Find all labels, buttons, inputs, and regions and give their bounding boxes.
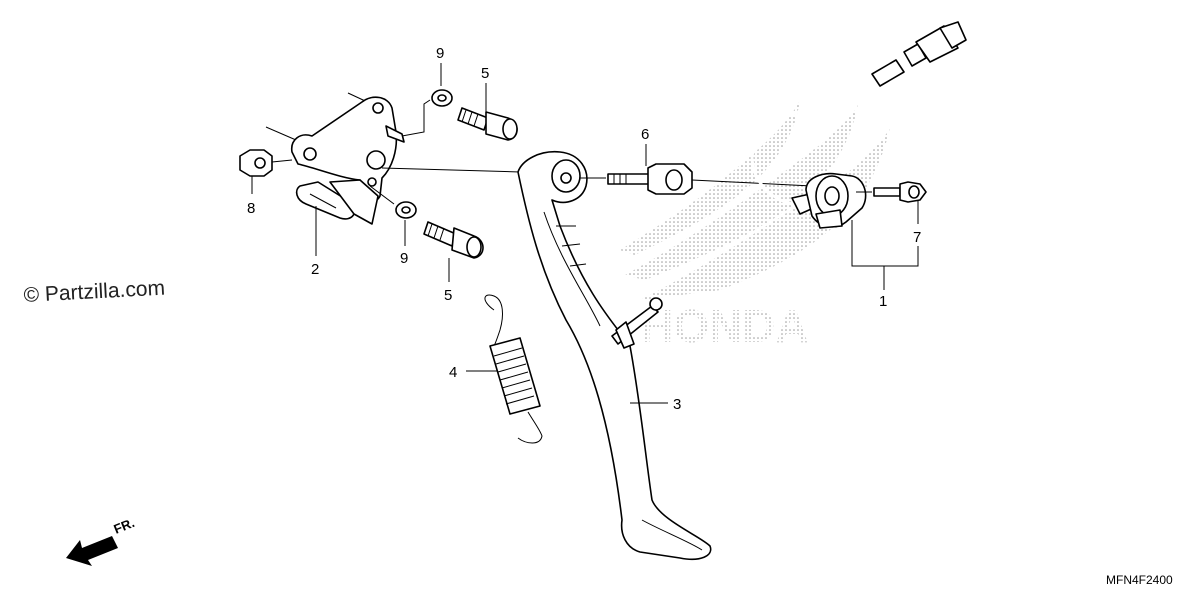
bolt-part-5-lower bbox=[423, 221, 484, 259]
washer-part-9-upper bbox=[431, 89, 453, 107]
return-spring-part-4 bbox=[484, 294, 543, 444]
flange-nut-part-8 bbox=[239, 149, 293, 177]
callout-5-lower: 5 bbox=[444, 287, 452, 304]
direction-label: FR. bbox=[112, 515, 137, 537]
diagram-code: MFN4F2400 bbox=[1106, 573, 1173, 587]
leader-lines bbox=[251, 63, 919, 404]
bolt-part-5-upper bbox=[457, 107, 518, 141]
side-stand-switch-part-1 bbox=[750, 21, 967, 229]
honda-wing-watermark: HONDA bbox=[620, 100, 890, 352]
callout-2: 2 bbox=[311, 261, 319, 278]
copyright-text: © Partzilla.com bbox=[23, 277, 166, 307]
callout-1: 1 bbox=[879, 293, 887, 310]
honda-watermark-text: HONDA bbox=[640, 300, 809, 352]
front-direction-arrow: FR. bbox=[66, 515, 137, 566]
side-stand-part-3 bbox=[517, 150, 712, 561]
callout-5-upper: 5 bbox=[481, 65, 489, 82]
callout-4: 4 bbox=[449, 364, 457, 381]
washer-part-9-lower bbox=[395, 201, 417, 219]
callout-3: 3 bbox=[673, 396, 681, 413]
bracket-part-2 bbox=[265, 92, 405, 225]
callout-7: 7 bbox=[913, 229, 921, 246]
bolt-part-7 bbox=[856, 181, 927, 203]
callout-6: 6 bbox=[641, 126, 649, 143]
callout-labels: 9 5 6 8 2 9 5 4 3 7 1 bbox=[247, 45, 921, 413]
pivot-bolt-part-6 bbox=[580, 163, 813, 195]
callout-9-lower: 9 bbox=[400, 250, 408, 267]
callout-8: 8 bbox=[247, 200, 255, 217]
callout-9-upper: 9 bbox=[436, 45, 444, 62]
